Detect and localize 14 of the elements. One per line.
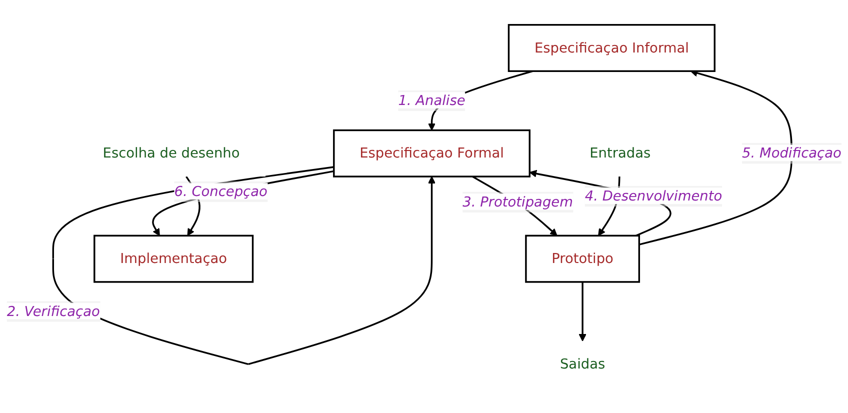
node-text: Escolha de desenho: [102, 145, 240, 162]
edge-label: 2. Verificaçao: [6, 303, 100, 320]
node-box: Prototipo: [525, 235, 640, 284]
node-text: Saidas: [560, 356, 606, 372]
edge-label: 4. Desenvolvimento: [584, 188, 722, 204]
edge-label: 3. Prototipagem: [462, 194, 573, 210]
node-box: Especificaçao Formal: [333, 130, 530, 178]
node-box: Implementaçao: [94, 235, 254, 284]
arrow: [578, 282, 586, 342]
edge-label: 5. Modificaçao: [742, 145, 842, 162]
node-text: Entradas: [590, 145, 651, 162]
edge-label: 1. Analise: [398, 92, 466, 109]
node-box: Especificaçao Informal: [508, 24, 716, 72]
edge-label: 6. Concepçao: [174, 184, 268, 200]
